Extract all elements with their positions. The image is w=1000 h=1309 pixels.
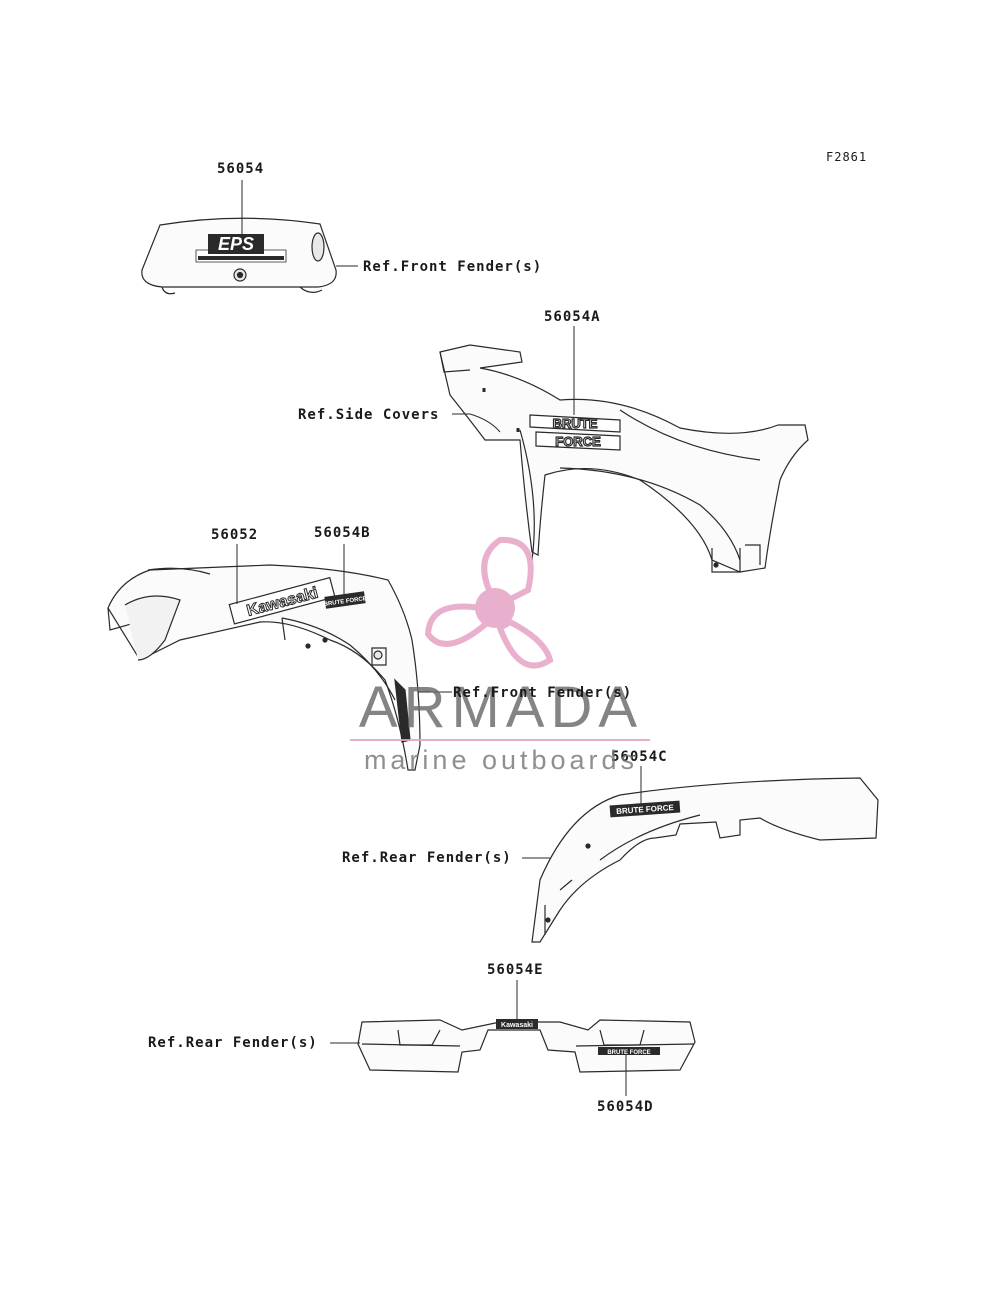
brute-decal-text: BRUTE: [553, 416, 598, 431]
watermark-divider: [350, 739, 650, 741]
brute-force-bottom-decal-text: BRUTE FORCE: [607, 1050, 650, 1056]
kawasaki-rear-decal-text: Kawasaki: [501, 1022, 533, 1029]
leader-lines: [236, 180, 642, 1096]
front-fender-center-part: [141, 217, 337, 295]
watermark-brand: ARMADA: [358, 675, 644, 740]
brute-force-rear-decal: BRUTE FORCE: [609, 800, 681, 818]
brute-force-rear-text: BRUTE FORCE: [616, 803, 675, 816]
ref-side-covers: Ref.Side Covers: [298, 407, 440, 423]
watermark-tagline: marine outboards: [363, 745, 639, 775]
figure-code: F2861: [826, 150, 868, 164]
force-decal-text: FORCE: [555, 434, 601, 449]
ref-front-fender-top: Ref.Front Fender(s): [363, 259, 543, 275]
callout-56054E: 56054E: [487, 962, 544, 978]
eps-decal-text: EPS: [218, 234, 254, 254]
brute-force-small-decal: BRUTE FORCE: [323, 591, 367, 609]
ref-rear-fender-1: Ref.Rear Fender(s): [342, 850, 512, 866]
callout-56054A: 56054A: [544, 309, 601, 325]
callout-56052: 56052: [211, 527, 259, 543]
ref-rear-fender-2: Ref.Rear Fender(s): [148, 1035, 318, 1051]
side-cover-part: [439, 344, 809, 573]
front-fender-left-part: [107, 564, 421, 771]
callout-56054B: 56054B: [314, 525, 371, 541]
ref-front-fender-mid: Ref.Front Fender(s): [453, 685, 633, 701]
callout-56054C: 56054C: [611, 749, 668, 765]
callout-56054D: 56054D: [597, 1099, 654, 1115]
brute-force-small-text: BRUTE FORCE: [323, 596, 367, 608]
leader-ref-side-covers: [452, 413, 501, 433]
brute-force-bottom-decal: BRUTE FORCE: [598, 1047, 660, 1056]
brute-force-decal: BRUTE FORCE: [529, 414, 621, 451]
armada-propeller-logo: [424, 536, 554, 669]
eps-decal: EPS: [198, 234, 284, 260]
callout-56054: 56054: [217, 161, 265, 177]
rear-fender-right-part: [531, 777, 879, 943]
kawasaki-rear-decal: Kawasaki: [496, 1019, 538, 1029]
